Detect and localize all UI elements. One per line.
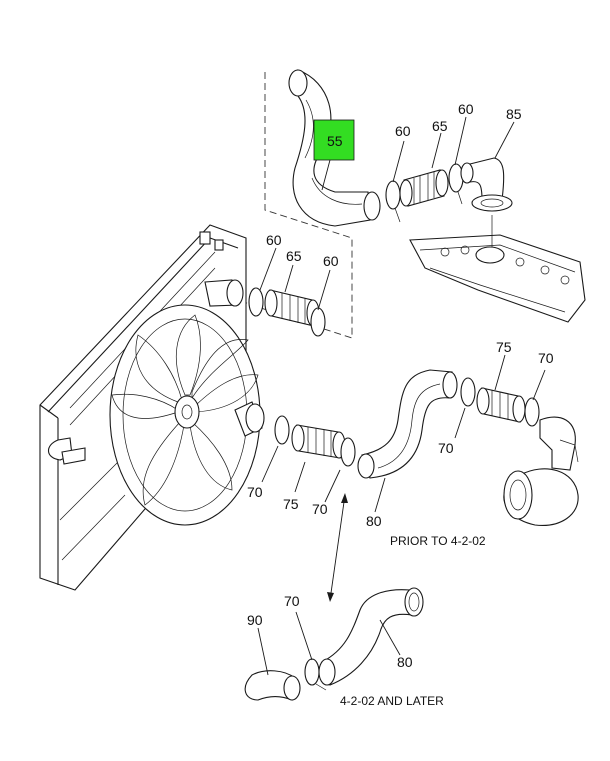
leader-lines — [257, 116, 546, 676]
callout-60: 60 — [266, 232, 282, 248]
caption-later: 4-2-02 AND LATER — [340, 694, 444, 708]
callout-70: 70 — [284, 593, 300, 609]
callout-60: 60 — [395, 123, 411, 139]
turbo-sleeve-group — [460, 377, 540, 427]
intake-manifold — [409, 215, 586, 323]
callout-90: 90 — [247, 612, 263, 628]
callout-85: 85 — [506, 106, 522, 122]
radiator-assembly — [39, 224, 265, 591]
hose-55 — [288, 69, 381, 227]
callout-55-highlight — [313, 119, 355, 161]
callout-55: 55 — [327, 133, 343, 149]
caption-prior: PRIOR TO 4-2-02 — [390, 534, 486, 548]
callout-60: 60 — [323, 253, 339, 269]
upper-sleeve-group — [385, 163, 464, 223]
callout-70: 70 — [438, 440, 454, 456]
callout-75: 75 — [283, 496, 299, 512]
hose-80-prior — [357, 369, 458, 479]
callout-80: 80 — [397, 654, 413, 670]
callout-60: 60 — [458, 101, 474, 117]
group-boundary — [237, 72, 353, 339]
callout-70: 70 — [312, 501, 328, 517]
radiator-upper-sleeve-group — [248, 287, 326, 337]
callout-65: 65 — [432, 118, 448, 134]
callout-75: 75 — [496, 339, 512, 355]
callout-65: 65 — [286, 248, 302, 264]
hose-90 — [244, 670, 301, 701]
elbow-85 — [460, 157, 513, 212]
change-arrow — [327, 493, 348, 602]
callout-70: 70 — [538, 350, 554, 366]
turbo-outlet — [503, 416, 579, 526]
hose-80-later — [318, 587, 424, 686]
callout-70: 70 — [247, 484, 263, 500]
callout-80: 80 — [366, 513, 382, 529]
radiator-lower-sleeve-group — [274, 415, 356, 467]
